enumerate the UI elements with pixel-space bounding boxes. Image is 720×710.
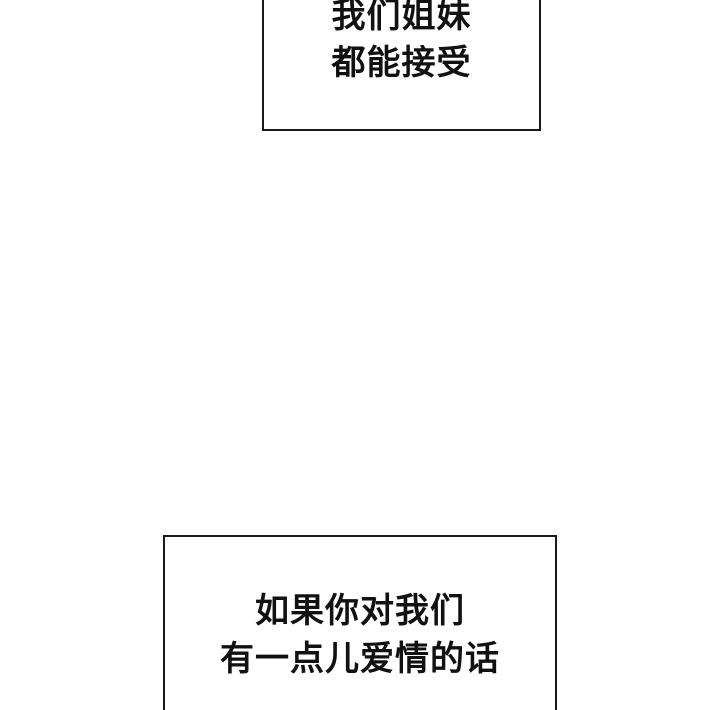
caption-box-top: 我们姐妹 都能接受: [262, 0, 541, 131]
caption-box-bottom: 如果你对我们 有一点儿爱情的话: [163, 535, 557, 710]
caption-text-line: 有一点儿爱情的话: [220, 639, 500, 679]
caption-text-line: 我们姐妹: [331, 0, 472, 36]
caption-text-line: 都能接受: [331, 43, 472, 83]
caption-text-line: 如果你对我们: [255, 591, 465, 631]
